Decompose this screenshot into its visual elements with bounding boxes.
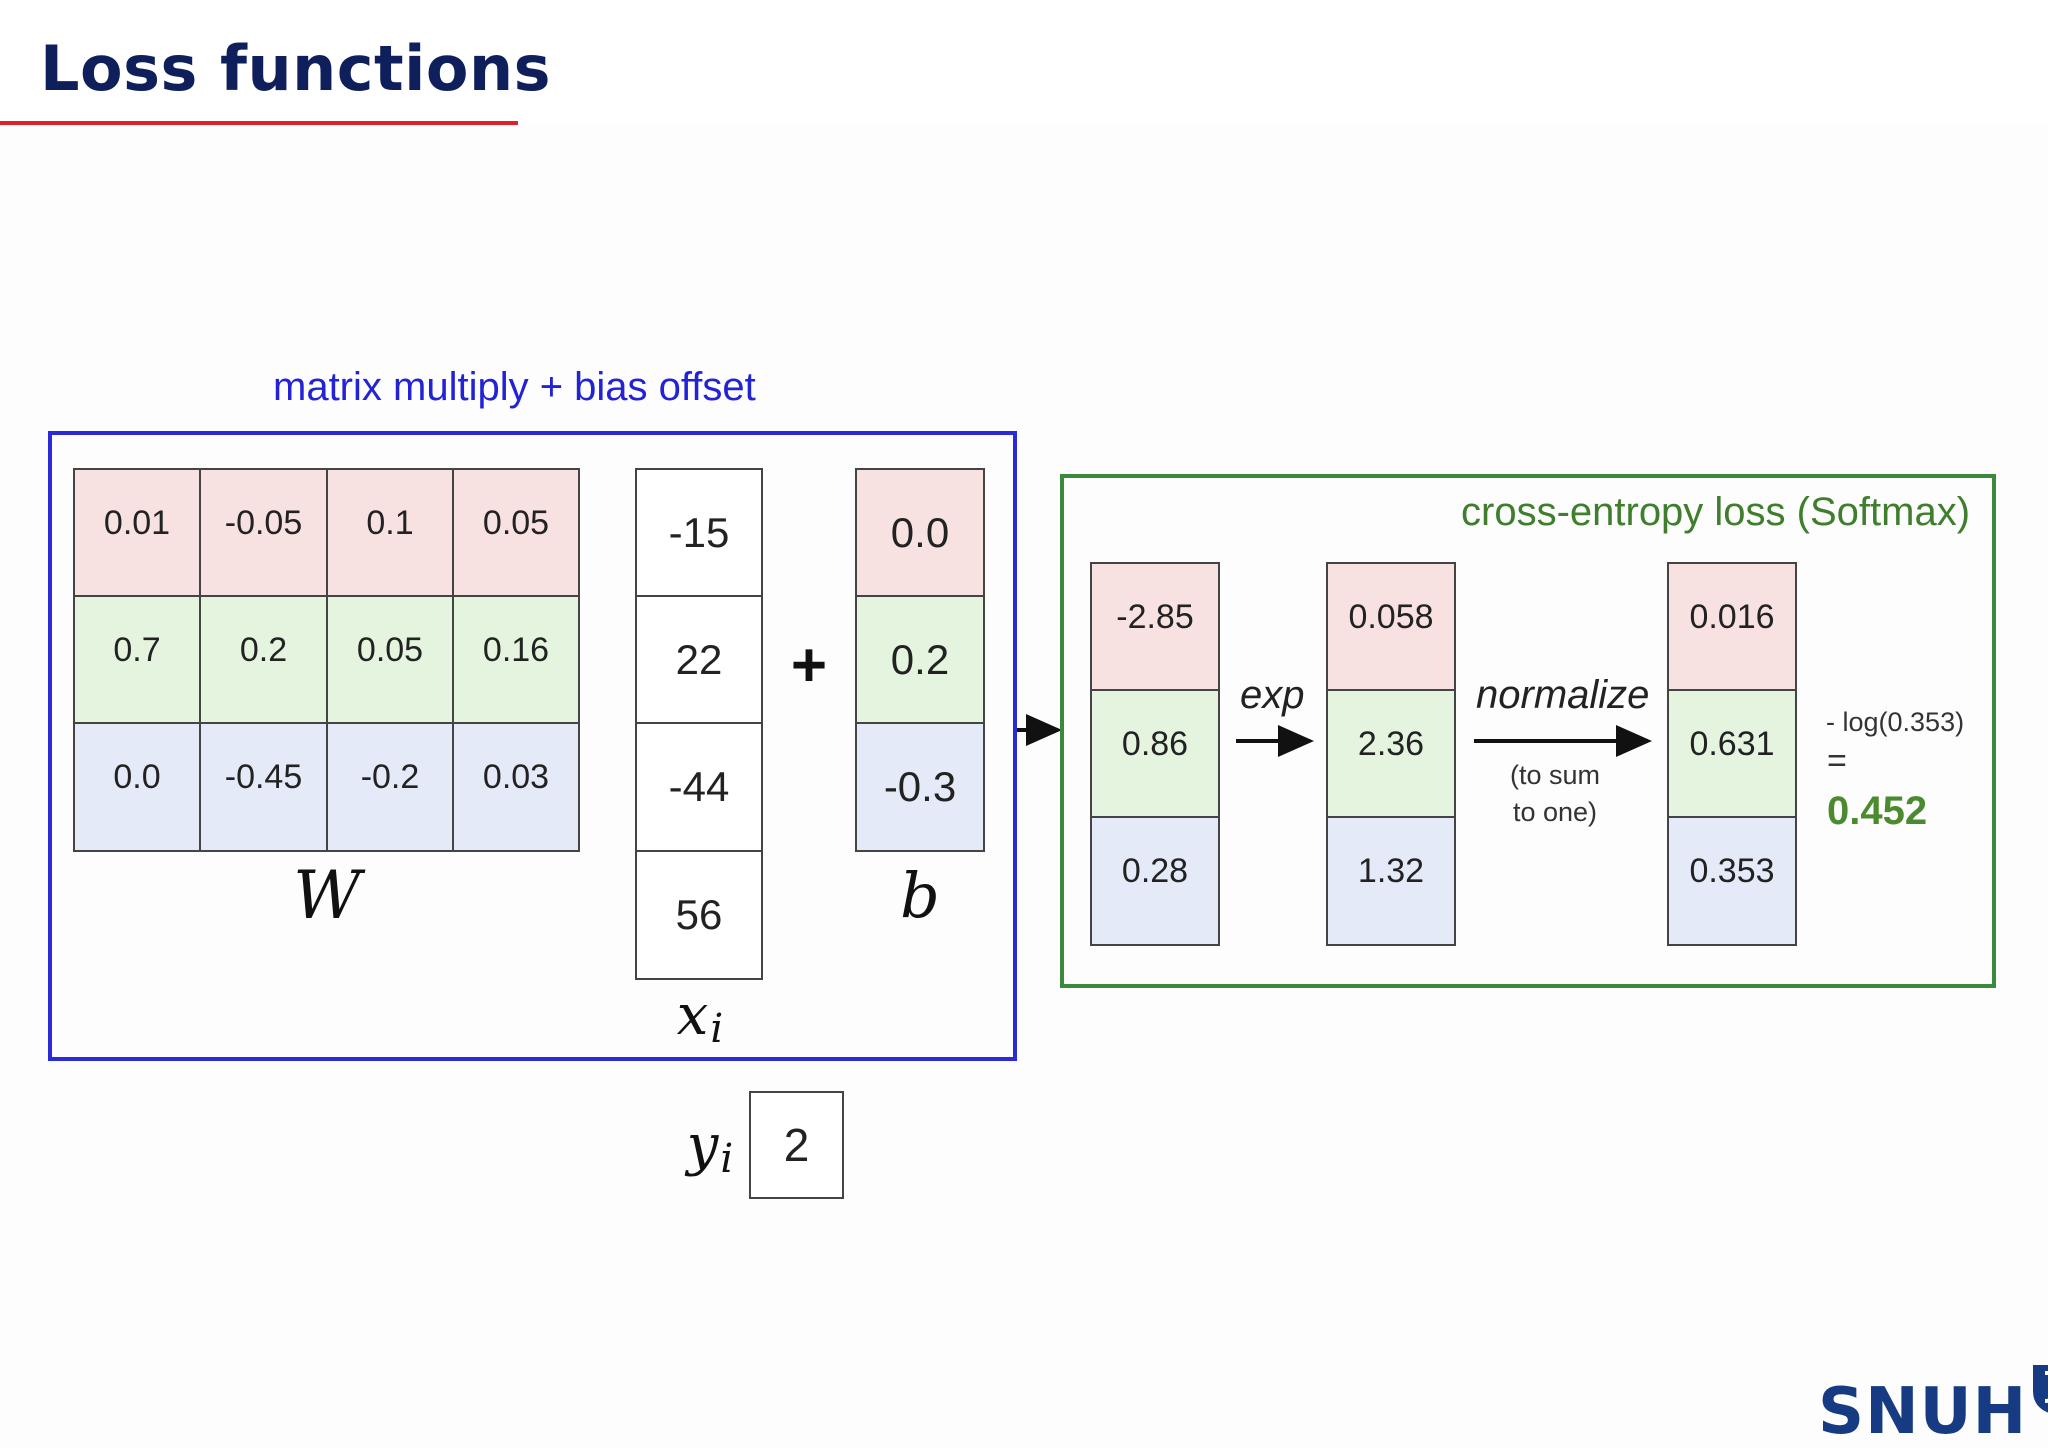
w-cell: 0.05: [452, 468, 580, 597]
softmax-box: [1060, 474, 1996, 988]
title-underline: [0, 121, 518, 125]
equals-sign: =: [1827, 742, 1847, 780]
loss-value: 0.452: [1827, 789, 1928, 833]
loss-expression: - log(0.353): [1826, 707, 1965, 737]
linear-box: [48, 431, 1017, 1061]
w-cell: -0.45: [199, 722, 328, 852]
w-cell: 0.03: [452, 722, 580, 852]
bias-label: b: [900, 858, 940, 932]
snuh-logo: SNUH: [1818, 1363, 2048, 1449]
prob-cell: 0.631: [1667, 689, 1797, 818]
score-cell: 0.86: [1090, 689, 1220, 818]
target-class-box: 2: [749, 1091, 844, 1199]
softmax-caption: cross-entropy loss (Softmax): [1461, 490, 1971, 534]
input-label-symbol: x: [676, 982, 709, 1048]
input-label-subscript: i: [710, 1006, 724, 1052]
normalize-label: normalize: [1476, 673, 1650, 717]
score-cell: -2.85: [1090, 562, 1220, 691]
x-cell: 56: [635, 850, 763, 980]
x-cell: -15: [635, 468, 763, 597]
weight-label: W: [293, 856, 361, 934]
exp-cell: 1.32: [1326, 816, 1456, 946]
w-cell: 0.7: [73, 595, 201, 724]
normalize-note-line: to one): [1512, 797, 1598, 827]
snuh-logo-text: SNUH: [1818, 1375, 2028, 1449]
shield-icon: [2033, 1365, 2048, 1413]
prob-cell: 0.016: [1667, 562, 1797, 691]
slide-title: Loss functions: [40, 32, 552, 105]
target-label-symbol: y: [686, 1112, 719, 1178]
w-cell: 0.16: [452, 595, 580, 724]
b-cell: -0.3: [855, 722, 985, 852]
plus-sign: +: [790, 630, 828, 700]
w-cell: 0.01: [73, 468, 201, 597]
w-cell: 0.2: [199, 595, 328, 724]
normalize-note-line: (to sum: [1509, 760, 1601, 790]
exp-cell: 0.058: [1326, 562, 1456, 691]
x-cell: 22: [635, 595, 763, 724]
target-label-subscript: i: [720, 1136, 734, 1182]
prob-cell: 0.353: [1667, 816, 1797, 946]
x-cell: -44: [635, 722, 763, 852]
score-cell: 0.28: [1090, 816, 1220, 946]
exp-cell: 2.36: [1326, 689, 1456, 818]
normalize-note: (to sum to one): [1470, 757, 1640, 831]
exp-label: exp: [1240, 673, 1305, 717]
b-cell: 0.2: [855, 595, 985, 724]
w-cell: 0.05: [326, 595, 454, 724]
linear-caption: matrix multiply + bias offset: [273, 365, 756, 409]
w-cell: 0.0: [73, 722, 201, 852]
